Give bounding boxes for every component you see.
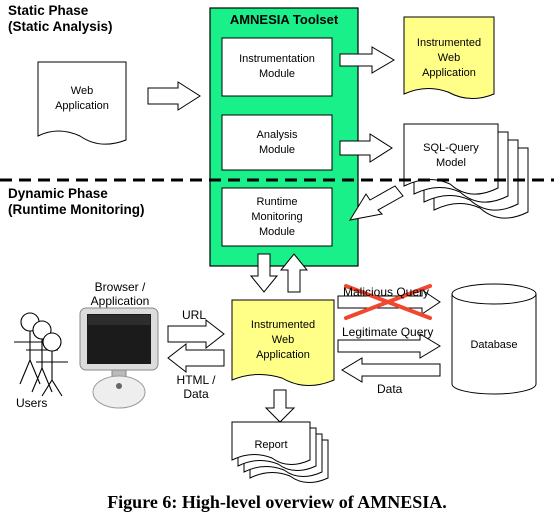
arrow-model-to-runtime	[348, 185, 404, 221]
runtime-module-box	[221, 187, 333, 247]
arrow-analysis-to-model	[339, 133, 393, 163]
sql-query-model-stack	[403, 123, 529, 219]
static-phase-subtitle: (Static Analysis)	[8, 19, 113, 34]
arrow-legitimate-query	[337, 333, 441, 359]
arrow-instr-to-output	[339, 46, 395, 74]
malicious-query-label: Malicious Query	[343, 285, 430, 299]
users-label: Users	[16, 396, 48, 410]
arrow-html-data	[167, 342, 225, 374]
figure-caption: Figure 6: High-level overview of AMNESIA…	[107, 492, 447, 512]
instrumentation-module-box	[221, 37, 333, 97]
database-label: Database	[470, 338, 518, 351]
computer-icon	[79, 307, 159, 409]
instrumented-app-top-doc	[403, 16, 495, 99]
report-label: Report	[254, 438, 288, 451]
legitimate-query-label: Legitimate Query	[342, 325, 434, 339]
arrow-app-up	[279, 253, 309, 293]
data-return-label: Data	[377, 382, 403, 396]
arrow-runtime-down	[249, 253, 279, 293]
analysis-module-box	[221, 114, 333, 171]
toolset-title: AMNESIA Toolset	[229, 12, 339, 27]
web-application-doc	[37, 61, 127, 145]
blocked-cross-icon	[344, 284, 432, 320]
dynamic-phase-title: Dynamic Phase	[8, 186, 108, 201]
arrow-webapp-to-toolset	[147, 81, 201, 111]
report-stack	[231, 421, 329, 483]
arrow-url	[167, 318, 225, 350]
dynamic-phase-subtitle: (Runtime Monitoring)	[8, 202, 145, 217]
instrumented-app-bottom-doc	[231, 299, 335, 386]
arrow-data-return	[341, 357, 441, 383]
url-label: URL	[182, 308, 207, 322]
static-phase-title: Static Phase	[8, 3, 89, 18]
database-icon	[451, 283, 537, 395]
html-data-label: HTML /Data	[176, 373, 216, 401]
browser-application-label: Browser /Application	[90, 280, 150, 308]
arrow-to-report	[264, 389, 296, 423]
users-icon	[14, 312, 68, 397]
